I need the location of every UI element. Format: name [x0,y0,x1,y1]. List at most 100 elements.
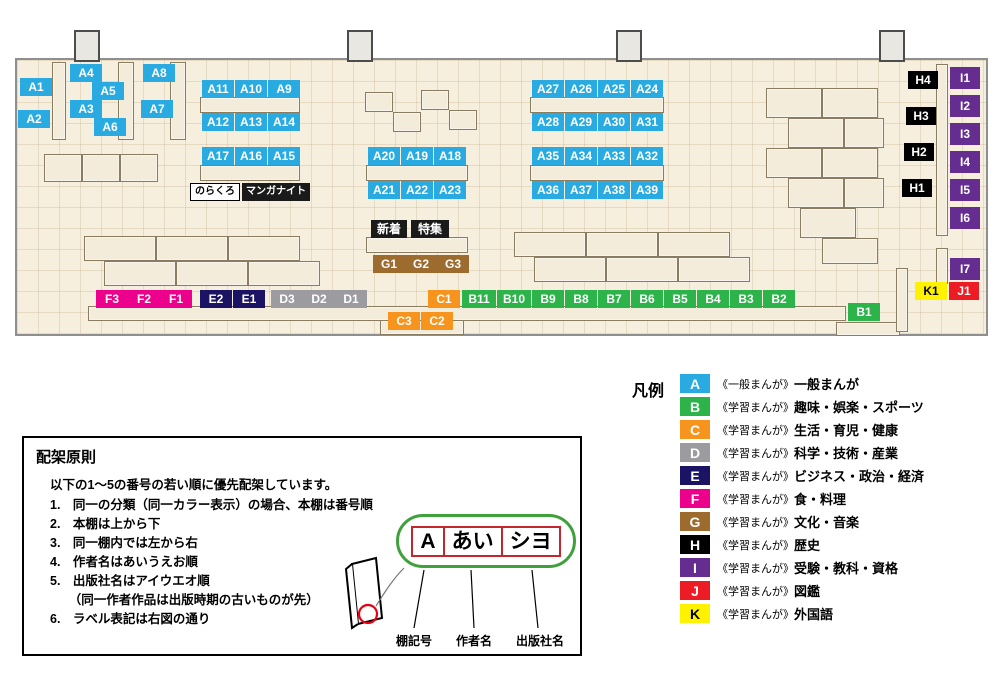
shelf-block [788,178,844,208]
shelf-label-C2: C2 [421,312,453,330]
legend-item-I: I《学習まんが》受験・教科・資格 [680,556,924,579]
shelf-label-B8: B8 [565,290,597,308]
shelf-block [248,261,320,286]
pillar [74,30,100,62]
label-segment-0: A [411,525,445,557]
legend-item-prefix: 《学習まんが》 [717,447,794,460]
legend-item-prefix: 《一般まんが》 [717,378,794,391]
caption-leader-line [470,569,475,629]
shelf-label-新着: 新着 [371,220,407,238]
shelf-label-A31: A31 [631,113,663,131]
label-location-circle [357,603,379,625]
shelf-label-C3: C3 [388,312,420,330]
shelf-label-B3: B3 [730,290,762,308]
label-segment-1: あい [442,525,503,557]
legend-item-name: 趣味・娯楽・スポーツ [794,400,924,415]
legend-item-D: D《学習まんが》科学・技術・産業 [680,441,924,464]
shelf-label-A36: A36 [532,181,564,199]
shelf-label-B2: B2 [763,290,795,308]
shelf-label-G3: G3 [437,255,469,273]
shelf-label-H1: H1 [902,179,932,197]
legend-item-prefix: 《学習まんが》 [717,401,794,414]
label-caption: 出版社名 [516,634,565,648]
principles-title: 配架原則 [36,449,97,466]
shelf-label-B6: B6 [631,290,663,308]
label-caption: 作者名 [456,634,493,648]
legend-title: 凡例 [632,383,665,400]
shelf-block [228,236,300,261]
shelf-block [936,248,948,284]
shelf-label-A22: A22 [401,181,433,199]
shelving-principles: 配架原則 以下の1～5の番号の若い順に優先配架しています。 1. 同一の分類（同… [22,436,582,656]
shelf-block [766,148,822,178]
principle-line: 2. 本棚は上から下 [50,517,161,531]
shelf-label-J1: J1 [949,282,979,300]
principle-line: （同一作者作品は出版時期の古いものが先） [50,593,319,607]
label-caption: 棚記号 [396,634,433,648]
shelf-label-A30: A30 [598,113,630,131]
shelf-label-A15: A15 [268,147,300,165]
shelf-label-A7: A7 [141,100,173,118]
shelf-label-A12: A12 [202,113,234,131]
pillar [347,30,373,62]
shelf-label-A9: A9 [268,80,300,98]
caption-leader-line [531,569,539,629]
shelf-label-A5: A5 [92,82,124,100]
shelf-label-A35: A35 [532,147,564,165]
shelf-label-G1: G1 [373,255,405,273]
legend-chip-F: F [680,489,710,508]
shelf-label-A34: A34 [565,147,597,165]
shelf-block [104,261,176,286]
shelf-label-A24: A24 [631,80,663,98]
shelf-block [156,236,228,261]
shelf-label-A8: A8 [143,64,175,82]
legend-chip-K: K [680,604,710,623]
legend-item-name: 食・料理 [794,492,847,507]
shelf-label-G2: G2 [405,255,437,273]
shelf-label-B5: B5 [664,290,696,308]
shelf-label-A32: A32 [631,147,663,165]
shelf-label-B1: B1 [848,303,880,321]
shelf-label-C1: C1 [428,290,460,308]
legend-item-prefix: 《学習まんが》 [717,608,794,621]
legend-item-E: E《学習まんが》ビジネス・政治・経済 [680,464,924,487]
shelf-label-I3: I3 [950,123,980,145]
legend-item-name: 図鑑 [794,584,821,599]
shelf-label-I5: I5 [950,179,980,201]
shelf-block [366,237,468,253]
shelf-label-A19: A19 [401,147,433,165]
legend-item-prefix: 《学習まんが》 [717,424,794,437]
shelf-label-のらくろ: のらくろ [190,183,240,201]
shelf-block [896,268,908,332]
label-diagram-annotations [344,556,539,630]
shelf-label-A38: A38 [598,181,630,199]
shelf-label-I7: I7 [950,258,980,280]
shelf-block [120,154,158,182]
principle-line: 1. 同一の分類（同一カラー表示）の場合、本棚は番号順 [50,498,373,512]
principle-line: 4. 作者名はあいうえお順 [50,555,198,569]
legend-item-B: B《学習まんが》趣味・娯楽・スポーツ [680,395,924,418]
shelf-block [449,110,477,130]
legend-item-name: ビジネス・政治・経済 [794,469,925,484]
principles-intro: 以下の1～5の番号の若い順に優先配架しています。 [50,478,338,492]
legend-item-H: H《学習まんが》歴史 [680,533,924,556]
legend-item-prefix: 《学習まんが》 [717,539,794,552]
shelf-block [200,97,300,113]
shelf-block [606,257,678,282]
legend-chip-D: D [680,443,710,462]
shelf-label-B4: B4 [697,290,729,308]
legend-chip-J: J [680,581,710,600]
shelf-label-A16: A16 [235,147,267,165]
shelf-label-A13: A13 [235,113,267,131]
shelf-label-A26: A26 [565,80,597,98]
legend-item-name: 文化・音楽 [794,515,860,530]
principle-line: 5. 出版社名はアイウエオ順 [50,574,210,588]
shelf-block [678,257,750,282]
legend-item-name: 受験・教科・資格 [794,561,899,576]
legend-item-name: 生活・育児・健康 [794,423,899,438]
shelf-label-E2: E2 [200,290,232,308]
shelf-label-I1: I1 [950,67,980,89]
